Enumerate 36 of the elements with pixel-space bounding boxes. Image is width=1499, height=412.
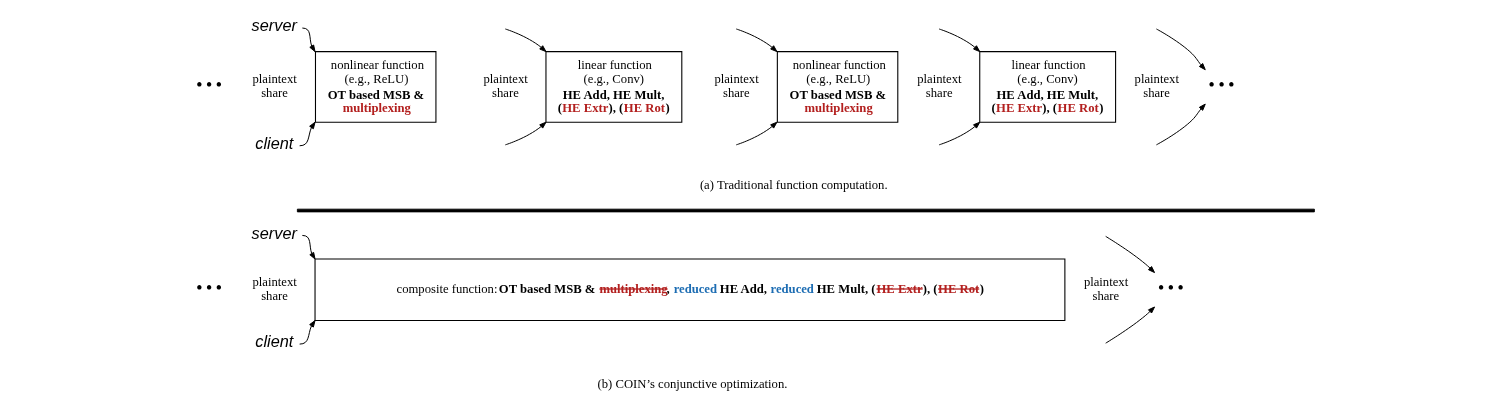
arrow — [735, 121, 778, 146]
node-text: • • • — [1208, 74, 1235, 94]
arrow — [504, 28, 547, 53]
label: plaintext share — [917, 72, 962, 101]
arrow — [504, 121, 547, 146]
label: • • • — [196, 74, 222, 94]
label: plaintext share — [252, 72, 297, 101]
arrow — [938, 121, 981, 146]
arrow — [1105, 306, 1156, 344]
node-box: nonlinear function (e.g., ReLU) OT based MSB & multiplexing — [776, 51, 899, 123]
label: • • • — [196, 277, 222, 297]
node-text: client — [255, 332, 294, 351]
arrow — [301, 27, 316, 53]
label: plaintext share — [1083, 275, 1129, 303]
label: (a) Traditional function computation. — [699, 178, 888, 193]
label: (b) COIN’s conjunctive optimization. — [597, 376, 788, 391]
label: plaintext share — [714, 72, 759, 101]
label: plaintext share — [1134, 72, 1179, 101]
arrow — [735, 28, 778, 53]
label: plaintext share — [252, 275, 297, 303]
label: plaintext share — [483, 72, 528, 101]
node-text: client — [255, 133, 294, 152]
arrow — [1155, 103, 1206, 146]
node-text: server — [251, 16, 297, 35]
node-box: composite function:OT based MSB & multiplexing, reduced HE Add, reduced HE Mult, (HE Extr), (HE Rot) — [314, 258, 1066, 322]
arrow — [1155, 28, 1206, 71]
arrow — [299, 320, 316, 345]
arrow — [301, 234, 316, 260]
node-text: server — [251, 223, 297, 242]
node-box: linear function (e.g., Conv) HE Add, HE Mult, (HE Extr), (HE Rot) — [545, 51, 683, 123]
arrow — [299, 121, 316, 147]
node-text: • • • — [1158, 277, 1184, 297]
node-box: linear function (e.g., Conv) HE Add, HE Mult, (HE Extr), (HE Rot) — [979, 51, 1117, 123]
arrow — [1105, 235, 1156, 274]
node-box: nonlinear function (e.g., ReLU) OT based MSB & multiplexing — [314, 51, 437, 123]
arrow — [938, 28, 981, 53]
